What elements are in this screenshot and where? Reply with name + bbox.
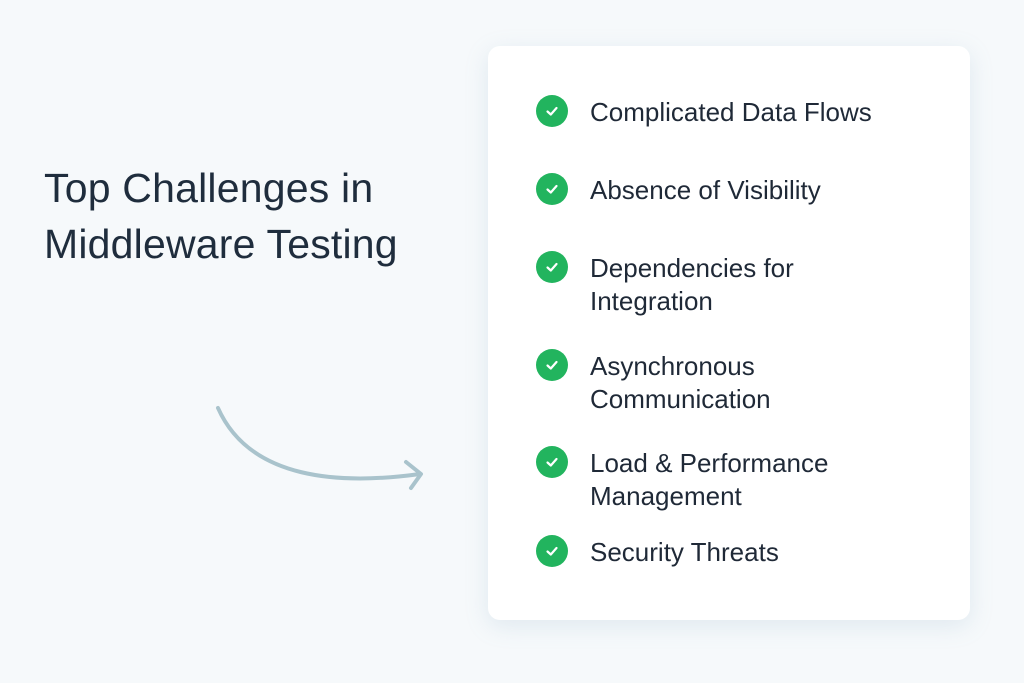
challenges-card: Complicated Data Flows Absence of Visibi… bbox=[488, 46, 970, 620]
challenge-label: Absence of Visibility bbox=[590, 175, 821, 205]
check-circle-icon bbox=[536, 173, 568, 205]
list-item: Absence of Visibility bbox=[536, 173, 821, 207]
challenge-label: Security Threats bbox=[590, 537, 779, 567]
check-circle-icon bbox=[536, 95, 568, 127]
check-circle-icon bbox=[536, 251, 568, 283]
list-item: Dependencies for Integration bbox=[536, 251, 794, 318]
check-circle-icon bbox=[536, 446, 568, 478]
page-title: Top Challenges in Middleware Testing bbox=[44, 160, 444, 272]
title-line-2: Middleware Testing bbox=[44, 221, 398, 267]
list-item: Complicated Data Flows bbox=[536, 95, 872, 129]
challenge-label: Dependencies for Integration bbox=[590, 253, 794, 316]
challenge-label: Asynchronous Communication bbox=[590, 351, 771, 414]
challenge-label: Complicated Data Flows bbox=[590, 97, 872, 127]
list-item: Asynchronous Communication bbox=[536, 349, 771, 416]
check-circle-icon bbox=[536, 349, 568, 381]
challenge-label: Load & Performance Management bbox=[590, 448, 829, 511]
title-line-1: Top Challenges in bbox=[44, 165, 374, 211]
list-item: Security Threats bbox=[536, 535, 779, 569]
check-circle-icon bbox=[536, 535, 568, 567]
list-item: Load & Performance Management bbox=[536, 446, 829, 513]
